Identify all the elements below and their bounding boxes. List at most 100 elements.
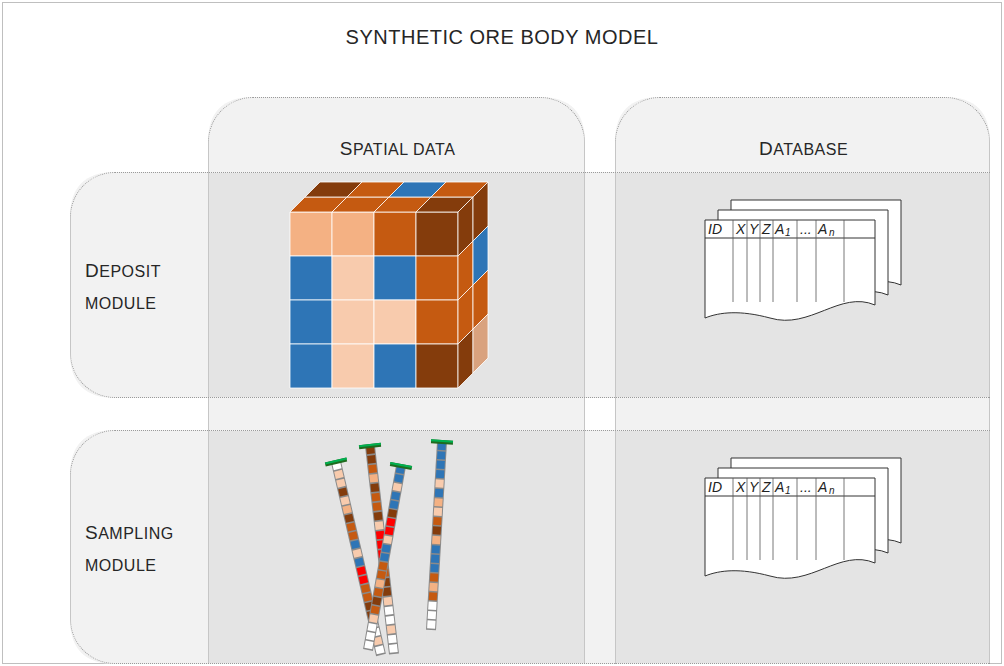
database-sheets bbox=[705, 200, 901, 578]
outer-frame bbox=[3, 3, 1002, 664]
drill-sample bbox=[369, 602, 371, 609]
drill-sample bbox=[356, 550, 358, 557]
column-rule bbox=[760, 220, 761, 302]
drill-sample bbox=[384, 554, 385, 561]
drill-sample bbox=[389, 527, 390, 534]
column-rule bbox=[797, 478, 798, 560]
drill-sample bbox=[429, 592, 437, 600]
drill-sample bbox=[354, 541, 356, 548]
column-rule bbox=[797, 220, 798, 302]
drill-sample bbox=[340, 480, 342, 487]
drill-sample bbox=[431, 555, 439, 563]
cube-cell bbox=[374, 300, 416, 344]
cell bbox=[209, 431, 584, 663]
drill-sample bbox=[342, 488, 344, 495]
cube-cell bbox=[374, 344, 416, 388]
drill-sample bbox=[352, 532, 354, 539]
drill-sample bbox=[375, 606, 376, 613]
drill-sample bbox=[395, 492, 396, 499]
drill-collar bbox=[431, 441, 453, 442]
table-header-cell: Z bbox=[762, 480, 771, 494]
drill-sample bbox=[392, 510, 393, 517]
drill-sample bbox=[437, 451, 445, 459]
drill-sample bbox=[390, 519, 391, 526]
table-header-cell: A bbox=[818, 480, 827, 494]
cube-cell bbox=[290, 256, 332, 300]
drill-sample bbox=[373, 615, 374, 622]
table-header-cell: ID bbox=[708, 480, 722, 494]
sheet bbox=[705, 220, 875, 320]
drill-hole-outline bbox=[336, 462, 381, 655]
cube-cell bbox=[290, 344, 332, 388]
cell bbox=[616, 431, 989, 663]
row-panel: SAMPLING MODULE bbox=[70, 430, 990, 664]
drill-sample bbox=[378, 589, 379, 596]
drill-sample bbox=[369, 474, 378, 482]
drill-sample bbox=[338, 471, 340, 478]
cube-cell bbox=[416, 256, 458, 300]
drill-sample bbox=[367, 594, 369, 601]
table-header-cell: Y bbox=[749, 480, 758, 494]
drill-collar bbox=[325, 460, 346, 465]
drill-sample bbox=[365, 585, 367, 592]
column-panel: DATABASE bbox=[615, 97, 990, 664]
drill-sample bbox=[436, 470, 444, 478]
drill-collar bbox=[359, 445, 381, 448]
drill-sample bbox=[433, 527, 441, 535]
cube-cell bbox=[416, 212, 458, 256]
column-rule bbox=[816, 220, 817, 302]
cube-cell bbox=[332, 212, 374, 256]
table-header-cell: A bbox=[818, 222, 827, 236]
column-rule bbox=[773, 220, 774, 302]
column-rule bbox=[816, 478, 817, 560]
drill-sample bbox=[435, 489, 443, 497]
cube-cell bbox=[290, 300, 332, 344]
drill-collar bbox=[390, 464, 412, 468]
table-header-cell: A bbox=[775, 222, 784, 236]
drill-sample bbox=[385, 607, 394, 615]
column-rule bbox=[747, 220, 748, 302]
table-header-cell: X bbox=[736, 480, 745, 494]
drill-sample bbox=[359, 559, 361, 566]
column-panel bbox=[208, 97, 585, 664]
drill-sample bbox=[432, 536, 440, 544]
drill-sample bbox=[367, 455, 376, 463]
drill-sample bbox=[374, 512, 383, 520]
cell bbox=[616, 173, 989, 397]
drill-sample bbox=[371, 493, 380, 501]
table-header-cell: ID bbox=[708, 222, 722, 236]
subscript: n bbox=[829, 486, 835, 496]
subscript: 1 bbox=[785, 486, 791, 496]
row-header: DEPOSIT MODULE bbox=[85, 253, 203, 319]
column-header: DATABASE bbox=[759, 138, 848, 160]
subscript: 1 bbox=[785, 228, 791, 238]
sheet bbox=[705, 478, 875, 578]
drill-sample bbox=[373, 503, 382, 511]
drill-sample bbox=[388, 635, 397, 643]
drill-sample bbox=[435, 480, 443, 488]
table-header-cell: A bbox=[775, 480, 784, 494]
drill-sample bbox=[428, 602, 436, 610]
drill-sample bbox=[361, 567, 363, 574]
drill-sample bbox=[427, 621, 435, 629]
cube-cell bbox=[332, 256, 374, 300]
drill-holes bbox=[325, 440, 453, 655]
drill-sample bbox=[368, 465, 377, 473]
column-rule bbox=[747, 478, 748, 560]
row-panel: DEPOSIT MODULE bbox=[70, 172, 990, 398]
drill-sample bbox=[348, 515, 350, 522]
drill-sample bbox=[381, 571, 382, 578]
row-header: SAMPLING MODULE bbox=[85, 515, 203, 581]
cube-cell bbox=[416, 344, 458, 388]
drill-sample bbox=[344, 497, 346, 504]
drill-sample bbox=[368, 641, 369, 648]
cube-cell bbox=[290, 212, 332, 256]
cube-cell bbox=[332, 300, 374, 344]
diagram-title: SYNTHETIC ORE BODY MODEL bbox=[0, 26, 1004, 49]
drill-sample bbox=[379, 580, 380, 587]
table-header-cell: Y bbox=[749, 222, 758, 236]
cube-cell bbox=[416, 300, 458, 344]
table-header-cell: Z bbox=[762, 222, 771, 236]
drill-sample bbox=[386, 545, 387, 552]
drill-sample bbox=[393, 501, 394, 508]
